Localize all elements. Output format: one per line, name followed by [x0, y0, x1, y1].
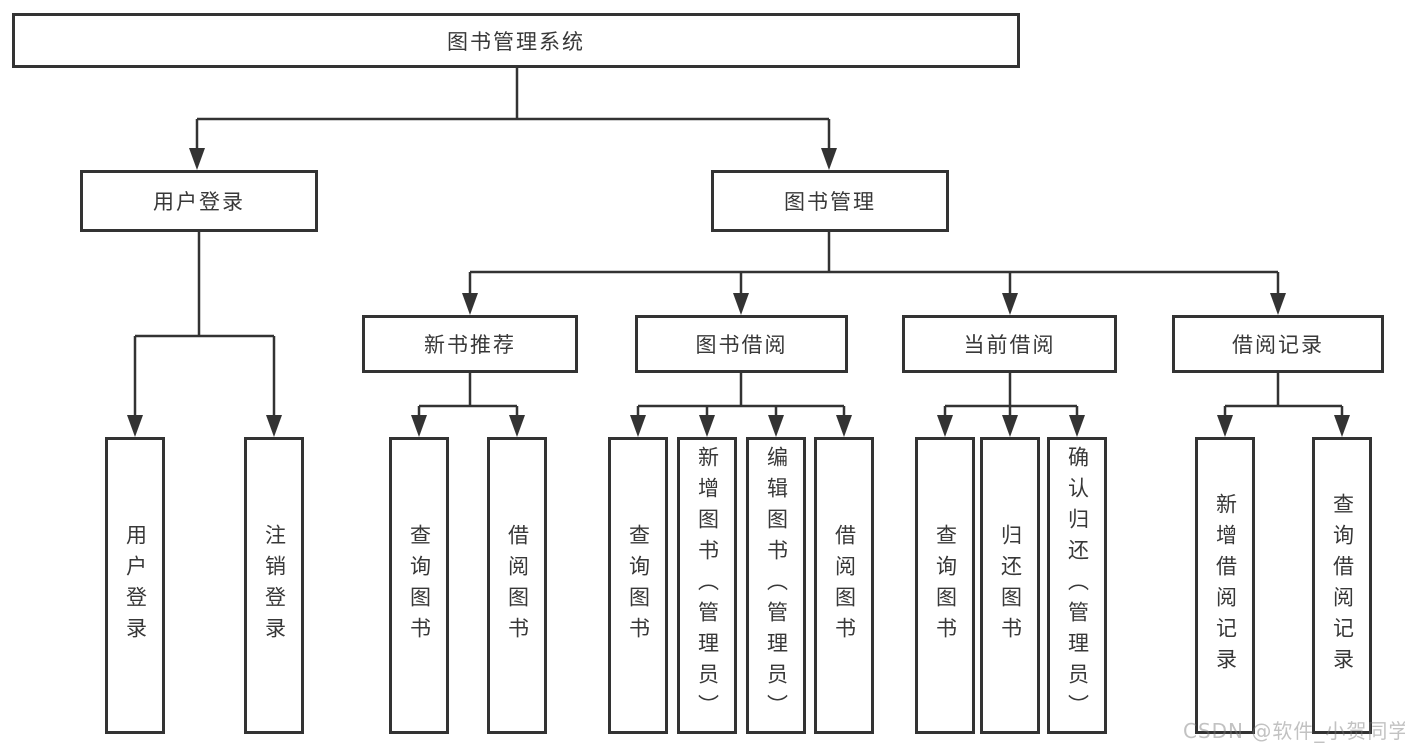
leaf-label: 新增图书（管理员）: [695, 446, 720, 725]
node-book-borrow: 图书借阅: [635, 315, 848, 373]
node-borrow-records: 借阅记录: [1172, 315, 1384, 373]
node-label: 图书管理系统: [447, 29, 585, 54]
node-current-borrow: 当前借阅: [902, 315, 1117, 373]
leaf-query-borrow-record: 查询借阅记录: [1312, 437, 1372, 734]
connector-book-borrow: [630, 373, 852, 437]
node-user-login: 用户登录: [80, 170, 318, 232]
node-root: 图书管理系统: [12, 13, 1020, 68]
connector-book-management: [462, 232, 1286, 315]
connector-current-borrow: [937, 373, 1085, 437]
leaf-label: 编辑图书（管理员）: [764, 446, 789, 725]
leaf-borrow-books: 借阅图书: [814, 437, 874, 734]
node-label: 新书推荐: [424, 333, 516, 357]
leaf-label: 注销登录: [262, 523, 287, 648]
leaf-query-books-current: 查询图书: [915, 437, 975, 734]
leaf-logout: 注销登录: [244, 437, 304, 734]
leaf-edit-book-admin: 编辑图书（管理员）: [746, 437, 806, 734]
leaf-user-login: 用户登录: [105, 437, 165, 734]
node-label: 当前借阅: [963, 333, 1056, 357]
leaf-label: 查询图书: [626, 523, 651, 648]
leaf-label: 查询图书: [407, 523, 432, 648]
leaf-query-books-borrow: 查询图书: [608, 437, 668, 734]
connector-user-login: [127, 232, 282, 437]
node-label: 图书管理: [784, 190, 876, 214]
leaf-label: 查询图书: [933, 523, 958, 648]
node-new-book-recommend: 新书推荐: [362, 315, 578, 373]
node-book-management: 图书管理: [711, 170, 949, 232]
leaf-query-books-recommend: 查询图书: [389, 437, 449, 734]
csdn-watermark: CSDN @软件_小贺同学: [1183, 719, 1405, 743]
leaf-add-book-admin: 新增图书（管理员）: [677, 437, 737, 734]
leaf-label: 借阅图书: [832, 523, 857, 648]
connector-borrow-records: [1217, 373, 1350, 437]
connector-root: [189, 68, 837, 170]
leaf-borrow-books-recommend: 借阅图书: [487, 437, 547, 734]
leaf-label: 确认归还（管理员）: [1065, 446, 1090, 725]
leaf-label: 查询借阅记录: [1330, 492, 1355, 679]
node-label: 用户登录: [153, 190, 245, 214]
leaf-label: 用户登录: [123, 523, 148, 648]
leaf-label: 归还图书: [998, 523, 1023, 648]
leaf-return-book: 归还图书: [980, 437, 1040, 734]
node-label: 图书借阅: [695, 333, 788, 357]
leaf-label: 借阅图书: [505, 523, 530, 648]
leaf-label: 新增借阅记录: [1213, 492, 1238, 679]
node-label: 借阅记录: [1232, 333, 1324, 357]
leaf-confirm-return-admin: 确认归还（管理员）: [1047, 437, 1107, 734]
connector-new-book-recommend: [411, 373, 525, 437]
leaf-add-borrow-record: 新增借阅记录: [1195, 437, 1255, 734]
